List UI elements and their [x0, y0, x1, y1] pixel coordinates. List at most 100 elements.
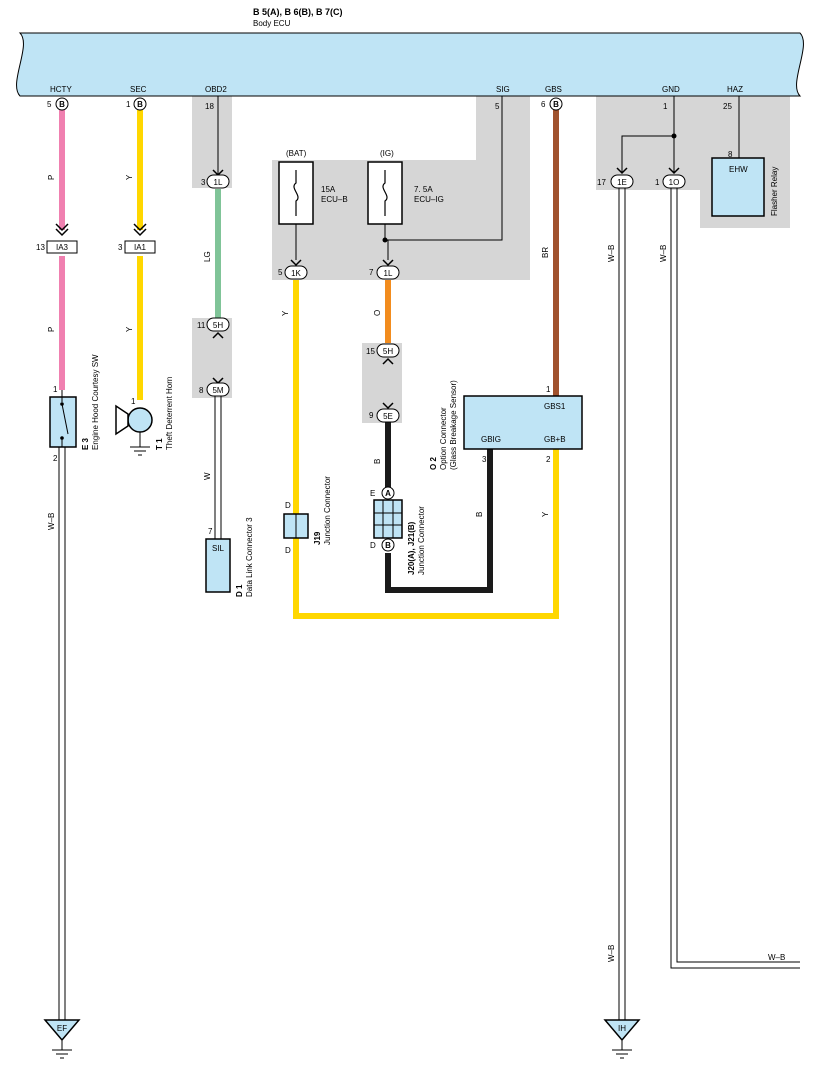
gray-regions	[192, 96, 790, 423]
connector-ia3: IA3	[46, 223, 78, 254]
svg-text:Theft Deterrent Horn: Theft Deterrent Horn	[165, 377, 174, 450]
svg-text:T 1: T 1	[155, 438, 164, 450]
pin-num-1o: 1	[655, 178, 660, 187]
svg-text:E 3: E 3	[81, 437, 90, 450]
engine-hood-courtesy-switch: E 3 Engine Hood Courtesy SW	[49, 354, 100, 450]
wire-color-p-lower: P	[47, 327, 56, 332]
ecu-pin-hcty-connector: B	[55, 97, 69, 111]
pin-num-5h-ig: 15	[366, 347, 375, 356]
wire-color-y-sec-lower: Y	[125, 326, 134, 332]
pin-num-obd2: 18	[205, 102, 214, 111]
ecu-pin-gbs-connector: B	[549, 97, 563, 111]
svg-text:D: D	[285, 501, 291, 510]
pin-name-haz: HAZ	[727, 85, 743, 94]
pin-name-gnd: GND	[662, 85, 680, 94]
svg-text:E: E	[370, 489, 375, 498]
svg-text:B: B	[385, 541, 391, 550]
pin-num-gbs1: 1	[546, 385, 551, 394]
svg-text:5H: 5H	[383, 347, 393, 356]
ecu-pin-sec-connector: B	[133, 97, 147, 111]
pin-num-hcty: 5	[47, 100, 52, 109]
svg-text:5E: 5E	[383, 412, 393, 421]
svg-text:5H: 5H	[213, 321, 223, 330]
svg-text:5M: 5M	[212, 386, 223, 395]
svg-text:1K: 1K	[291, 269, 301, 278]
wire-color-wb-1e-top: W–B	[607, 245, 616, 262]
svg-text:A: A	[385, 489, 391, 498]
connector-ia1: IA1	[124, 223, 156, 254]
ground-ef: EF	[43, 1019, 81, 1059]
svg-text:1L: 1L	[384, 269, 393, 278]
ecu-connector-codes: B 5(A), B 6(B), B 7(C)	[253, 7, 343, 17]
fuse-ecu-b: (BAT) 15A ECU–B	[278, 149, 348, 260]
pin-num-ehw: 8	[728, 150, 733, 159]
svg-text:EF: EF	[57, 1024, 67, 1033]
wire-color-br: BR	[541, 247, 550, 258]
svg-text:J20(A), J21(B): J20(A), J21(B)	[407, 521, 416, 575]
wire-color-y-bat: Y	[281, 310, 290, 316]
svg-text:Flasher Relay: Flasher Relay	[770, 167, 779, 216]
svg-text:B: B	[59, 100, 65, 109]
svg-text:D 1: D 1	[235, 584, 244, 597]
svg-text:Junction Connector: Junction Connector	[323, 476, 332, 545]
svg-text:15A: 15A	[321, 185, 336, 194]
svg-text:1E: 1E	[617, 178, 627, 187]
pin-name-sig: SIG	[496, 85, 510, 94]
wire-color-y-sec-upper: Y	[125, 174, 134, 180]
wire-color-b-gbig: B	[475, 512, 484, 517]
pin-num-sig: 5	[495, 102, 500, 111]
pin-num-ia1: 3	[118, 243, 123, 252]
connector-1l-obd: 1L	[206, 169, 230, 189]
theft-deterrent-horn: T 1 Theft Deterrent Horn	[115, 377, 174, 456]
wire-color-y-gbb: Y	[541, 511, 550, 517]
svg-text:ECU–B: ECU–B	[321, 195, 348, 204]
junction-connector-j19: D D J19 Junction Connector	[283, 476, 332, 555]
pin-num-1k: 5	[278, 268, 283, 277]
svg-text:(BAT): (BAT)	[286, 149, 307, 158]
pin-num-dlc: 7	[208, 527, 213, 536]
svg-text:Engine Hood Courtesy SW: Engine Hood Courtesy SW	[91, 354, 100, 450]
svg-text:IA1: IA1	[134, 243, 147, 252]
svg-text:Data Link Connector 3: Data Link Connector 3	[245, 517, 254, 597]
connector-1l-ig: 1L	[376, 259, 400, 280]
junction-connector-j20-j21: A E B D J20(A), J21(B) Junction Connecto…	[370, 486, 426, 575]
pin-num-sw-top: 1	[53, 385, 58, 394]
svg-text:ECU–IG: ECU–IG	[414, 195, 444, 204]
connector-1o: 1O	[662, 167, 686, 189]
pin-num-1l-ig: 7	[369, 268, 374, 277]
wire-color-lg: LG	[203, 251, 212, 262]
pin-num-ia3: 13	[36, 243, 45, 252]
wire-color-wb-right: W–B	[768, 953, 785, 962]
svg-text:GBIG: GBIG	[481, 435, 501, 444]
body-ecu-block	[16, 32, 804, 97]
svg-text:(IG): (IG)	[380, 149, 394, 158]
svg-text:SIL: SIL	[212, 544, 225, 553]
svg-text:7. 5A: 7. 5A	[414, 185, 433, 194]
option-connector-glass-breakage-sensor: GBS1 GBIG GB+B O 2 Option Connector (Gla…	[429, 380, 583, 470]
svg-text:J19: J19	[313, 531, 322, 545]
wire-color-wb-1o: W–B	[659, 245, 668, 262]
svg-text:B: B	[553, 100, 559, 109]
pin-name-sec: SEC	[130, 85, 147, 94]
pin-num-gbb: 2	[546, 455, 551, 464]
svg-text:Junction Connector: Junction Connector	[417, 506, 426, 575]
svg-text:EHW: EHW	[729, 165, 748, 174]
pin-num-5e: 9	[369, 411, 374, 420]
wire-color-wb-e3: W–B	[47, 513, 56, 530]
wire-color-o: O	[373, 310, 382, 316]
svg-text:GB+B: GB+B	[544, 435, 566, 444]
pin-num-5h-obd: 11	[197, 321, 206, 330]
svg-text:D: D	[370, 541, 376, 550]
wire-color-w: W	[203, 472, 212, 480]
connector-1e: 1E	[610, 167, 634, 189]
svg-text:1O: 1O	[669, 178, 680, 187]
pin-num-haz: 25	[723, 102, 732, 111]
wire-color-wb-1e-bottom: W–B	[607, 945, 616, 962]
wires	[58, 96, 800, 1020]
svg-text:O 2: O 2	[429, 457, 438, 470]
connector-5h-ig: 5H	[376, 343, 400, 365]
data-link-connector-3: SIL D 1 Data Link Connector 3	[205, 517, 254, 597]
pin-num-gbig: 3	[482, 455, 487, 464]
ground-ih: IH	[603, 1019, 641, 1059]
